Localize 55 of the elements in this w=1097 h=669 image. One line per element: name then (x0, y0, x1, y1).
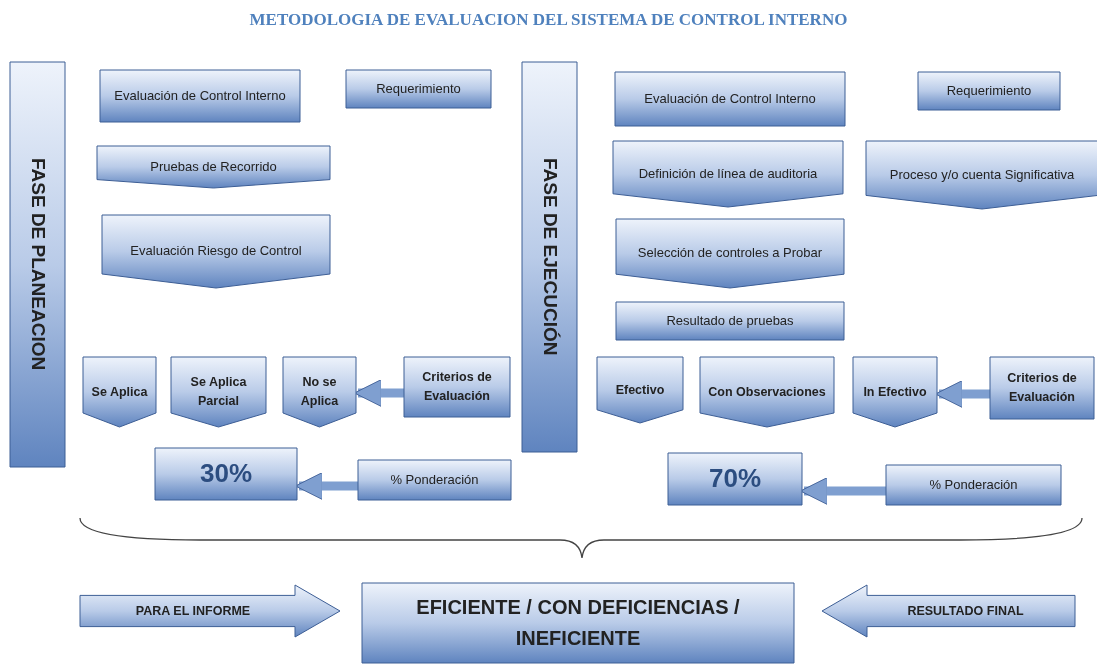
criteria-box (990, 357, 1094, 419)
box-label: EFICIENTE / CON DEFICIENCIAS / INEFICIENTE (415, 595, 741, 651)
box-label: Evaluación de Control Interno (643, 89, 817, 108)
process-box (615, 72, 845, 126)
box-label: Se Aplica Parcial (189, 374, 248, 410)
process-box (97, 146, 330, 188)
process-box (613, 141, 843, 207)
phase-bar (522, 62, 577, 452)
option-box (597, 357, 683, 423)
box-label: In Efectivo (862, 383, 928, 401)
box-label: Requerimiento (945, 81, 1033, 100)
box-label: Evaluación Riesgo de Control (129, 242, 303, 261)
percentage-box (155, 448, 297, 500)
process-box (100, 70, 300, 122)
box-label: % Ponderación (928, 475, 1019, 494)
box-label: Pruebas de Recorrido (149, 157, 278, 176)
box-label: Definición de línea de auditoria (637, 164, 819, 183)
box-label: Efectivo (614, 381, 666, 399)
box-label: FASE DE PLANEACION (26, 158, 50, 371)
option-box (171, 357, 266, 427)
box-label: 30% (198, 457, 253, 491)
process-box (616, 219, 844, 288)
process-box (918, 72, 1060, 110)
weight-box (886, 465, 1061, 505)
box-label: PARA EL INFORME (134, 602, 252, 620)
box-label: No se Aplica (299, 374, 340, 410)
box-label: Se Aplica (90, 383, 149, 401)
criteria-box (404, 357, 510, 417)
box-label: Criterios de Evaluación (1006, 370, 1078, 406)
process-box (616, 302, 844, 340)
weight-box (358, 460, 511, 500)
process-box (866, 141, 1097, 209)
box-label: Evaluación de Control Interno (113, 86, 287, 105)
box-label: Requerimiento (375, 79, 462, 98)
process-box (102, 215, 330, 288)
option-box (283, 357, 356, 427)
box-label: Con Observaciones (707, 383, 827, 401)
box-label: Proceso y/o cuenta Significativa (888, 165, 1076, 184)
process-box (346, 70, 491, 108)
phase-bar (10, 62, 65, 467)
box-label: Resultado de pruebas (665, 311, 795, 330)
box-label: RESULTADO FINAL (906, 602, 1025, 620)
percentage-box (668, 453, 802, 505)
option-box (83, 357, 156, 427)
box-label: Selección de controles a Probar (636, 244, 824, 263)
diagram-title: METODOLOGIA DE EVALUACION DEL SISTEMA DE CONTROL INTERNO (248, 10, 849, 30)
option-box (853, 357, 937, 427)
box-label: % Ponderación (389, 470, 480, 489)
box-label: 70% (707, 462, 762, 496)
block-arrow (822, 585, 1075, 637)
box-label: Criterios de Evaluación (421, 369, 493, 405)
block-arrow (80, 585, 340, 637)
result-box (362, 583, 794, 663)
box-label: FASE DE EJECUCIÓN (538, 158, 562, 356)
option-box (700, 357, 834, 427)
